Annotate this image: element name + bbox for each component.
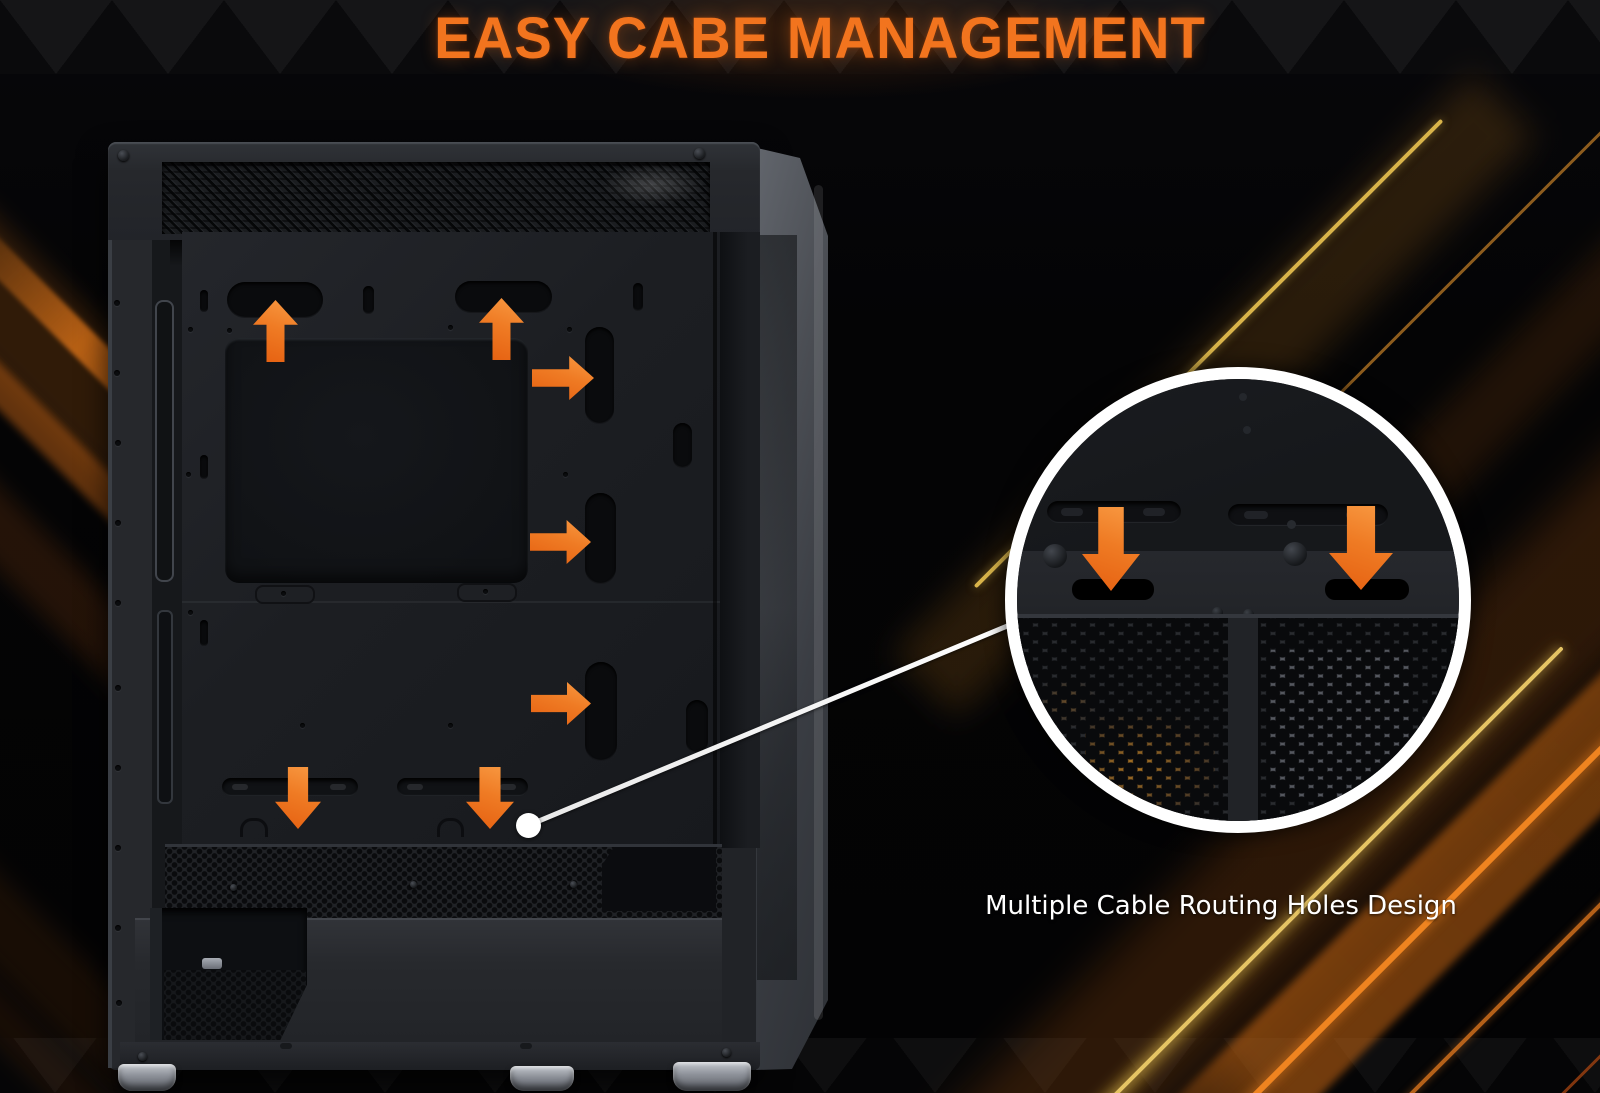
screw-icon (1243, 426, 1251, 434)
hex-vent-mesh (1017, 617, 1459, 821)
case-foot (118, 1064, 176, 1091)
front-interior-channel (720, 232, 760, 848)
screw-icon (1283, 542, 1307, 566)
front-panel-window (757, 235, 797, 980)
callout-magnifier-circle (1005, 367, 1471, 833)
front-slot (673, 423, 692, 468)
pin-icon (1287, 520, 1296, 529)
floor-opening (602, 847, 716, 911)
pc-case-interior-photo (100, 140, 828, 1091)
tray-fold (713, 232, 717, 846)
fan-rail-slot (155, 300, 174, 582)
psu-detail (202, 958, 222, 969)
screw-icon (118, 150, 129, 161)
top-vent-mesh (162, 162, 710, 234)
bottom-recessed-slot (397, 778, 528, 796)
front-panel-edge-highlight (814, 185, 823, 1020)
callout-cable-hole (1325, 579, 1409, 600)
page-title: EASY CABE MANAGEMENT (434, 6, 1206, 71)
top-triangle-pattern (0, 0, 1600, 74)
cable-tab (437, 818, 464, 837)
cpu-cutout (225, 338, 528, 583)
front-slot (686, 700, 708, 753)
mesh-glare (600, 164, 705, 206)
mesh-edge (1017, 614, 1459, 618)
screw-icon (1239, 393, 1247, 401)
bottom-rail (120, 1042, 760, 1070)
callout-cable-hole (1072, 579, 1154, 600)
screw-icon (1212, 607, 1223, 618)
callout-anchor-dot (516, 813, 541, 838)
case-foot (673, 1062, 751, 1091)
tray-seam (182, 601, 720, 603)
cable-tab (240, 818, 268, 837)
callout-caption: Multiple Cable Routing Holes Design (985, 891, 1457, 921)
callout-panel (1017, 379, 1459, 554)
cable-hole-side-middle (585, 493, 616, 584)
screw-icon (694, 148, 705, 159)
bracket-slot (457, 583, 517, 602)
bracket-slot (255, 585, 315, 604)
small-slot (633, 283, 643, 311)
cable-hole-side-lower (585, 662, 617, 761)
shroud-window (150, 908, 307, 1040)
screw-icon (1043, 544, 1067, 568)
fan-rail-slot (157, 610, 173, 804)
case-foot (510, 1066, 574, 1091)
small-slot (363, 286, 374, 314)
